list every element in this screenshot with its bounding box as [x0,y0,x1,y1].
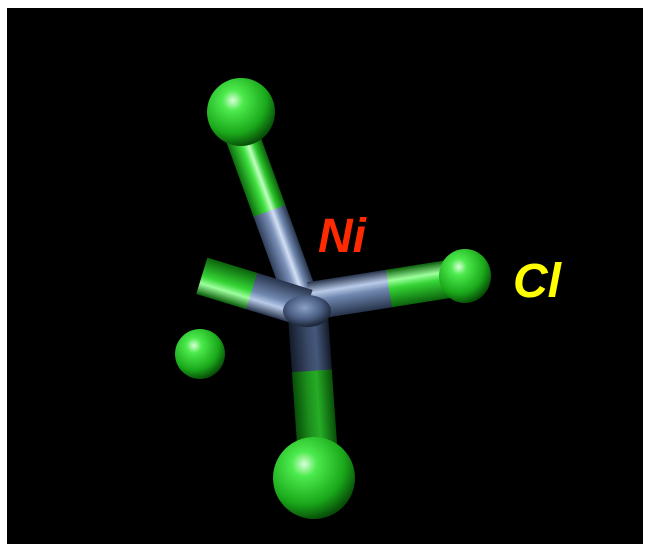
cl-label: Cl [513,255,561,308]
molecule-render [175,78,491,519]
cl-atom-upper [207,78,275,146]
cl-atom-left [175,329,225,379]
cl-atom-right [439,249,491,303]
ni-label: Ni [318,210,366,263]
molecule-viewport: Ni Cl [7,8,643,544]
cl-atom-lower [273,437,355,519]
ni-atom-center [283,295,331,327]
